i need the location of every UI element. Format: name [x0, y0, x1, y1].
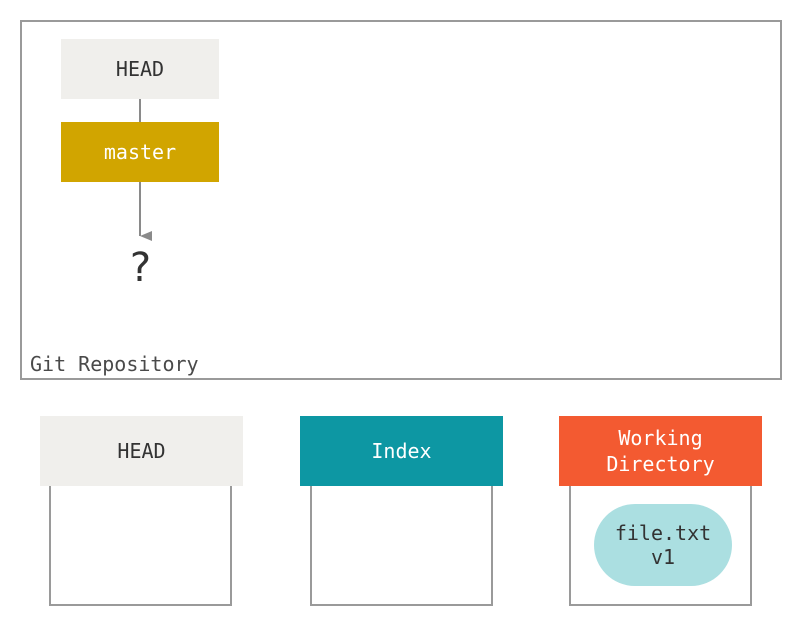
- git-repository-label: Git Repository: [30, 352, 199, 376]
- unknown-commit-marker: ?: [127, 245, 153, 291]
- head-tree-header: HEAD: [40, 416, 243, 486]
- file-blob: file.txt v1: [594, 504, 732, 586]
- index-tree-header: Index: [300, 416, 503, 486]
- head-tree-container: [49, 486, 232, 606]
- working-directory-header: Working Directory: [559, 416, 762, 486]
- master-branch-box: master: [61, 122, 219, 182]
- file-name: file.txt: [614, 521, 712, 545]
- file-version: v1: [650, 545, 676, 569]
- index-tree-container: [310, 486, 493, 606]
- head-ref-box: HEAD: [61, 39, 219, 99]
